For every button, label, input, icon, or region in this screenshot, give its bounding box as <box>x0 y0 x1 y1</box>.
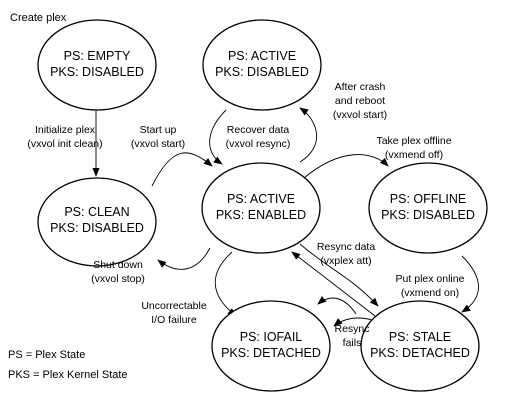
svg-text:PKS: DISABLED: PKS: DISABLED <box>215 65 309 79</box>
svg-text:Resync: Resync <box>334 323 369 335</box>
state-active-disabled: PS: ACTIVE PKS: DISABLED <box>202 19 322 111</box>
svg-text:(vxvol init clean): (vxvol init clean) <box>27 138 102 150</box>
edge-stale-iofail-loop <box>317 296 357 315</box>
edge-shut-down <box>157 247 211 270</box>
svg-text:PS: OFFLINE: PS: OFFLINE <box>390 192 466 206</box>
label-recover-data: Recover data (vxvol resync) <box>226 124 291 150</box>
edge-put-online <box>461 255 479 313</box>
svg-text:(vxvol resync): (vxvol resync) <box>226 138 291 150</box>
svg-text:PS: ACTIVE: PS: ACTIVE <box>227 192 295 206</box>
label-start-up: Start up (vxvol start) <box>131 124 185 150</box>
label-uncorrectable: Uncorrectable I/O failure <box>141 300 207 326</box>
svg-text:PKS: ENABLED: PKS: ENABLED <box>216 208 306 222</box>
svg-text:PS: ACTIVE: PS: ACTIVE <box>228 49 296 63</box>
label-after-crash: After crash and reboot (vxvol start) <box>333 81 387 121</box>
label-resync-data: Resync data (vxplex att) <box>317 241 376 267</box>
svg-text:fails: fails <box>343 337 362 349</box>
state-active-enabled: PS: ACTIVE PKS: ENABLED <box>201 162 321 254</box>
svg-text:PKS: DETACHED: PKS: DETACHED <box>370 346 470 360</box>
label-shut-down: Shut down (vxvol stop) <box>91 259 145 285</box>
state-offline: PS: OFFLINE PKS: DISABLED <box>368 162 488 254</box>
svg-text:(vxmend on): (vxmend on) <box>401 287 459 299</box>
svg-text:(vxplex att): (vxplex att) <box>320 255 371 267</box>
edge-recover-data <box>209 109 227 165</box>
svg-text:I/O failure: I/O failure <box>151 314 197 326</box>
svg-text:and reboot: and reboot <box>335 95 385 107</box>
state-clean: PS: CLEAN PKS: DISABLED <box>37 177 157 267</box>
diagram-title: Create plex <box>10 12 67 24</box>
state-iofail: PS: IOFAIL PKS: DETACHED <box>211 300 331 392</box>
svg-text:PS: CLEAN: PS: CLEAN <box>64 205 129 219</box>
svg-text:Start up: Start up <box>140 124 177 136</box>
label-take-offline: Take plex offline (vxmend off) <box>376 135 451 161</box>
svg-text:PKS: DETACHED: PKS: DETACHED <box>221 346 321 360</box>
svg-text:Put plex online: Put plex online <box>396 273 465 285</box>
svg-text:Recover data: Recover data <box>227 124 290 136</box>
svg-text:PS: STALE: PS: STALE <box>389 330 451 344</box>
legend: PS = Plex State PKS = Plex Kernel State <box>8 349 128 381</box>
svg-text:Initialize plex: Initialize plex <box>35 124 96 136</box>
edge-uncorrectable <box>214 251 237 317</box>
svg-text:Take plex offline: Take plex offline <box>376 135 451 147</box>
label-put-online: Put plex online (vxmend on) <box>396 273 465 299</box>
edge-take-offline <box>303 154 389 179</box>
edge-active-to-stale <box>299 243 379 307</box>
svg-text:Uncorrectable: Uncorrectable <box>141 300 207 312</box>
svg-text:PS: IOFAIL: PS: IOFAIL <box>240 330 303 344</box>
svg-text:After crash: After crash <box>335 81 386 93</box>
svg-text:PKS: DISABLED: PKS: DISABLED <box>381 208 475 222</box>
edge-resync-data <box>291 251 376 317</box>
edge-resync-fails <box>333 317 373 327</box>
svg-text:Shut down: Shut down <box>93 259 143 271</box>
edge-start-up <box>151 152 213 187</box>
svg-text:Resync data: Resync data <box>317 241 376 253</box>
svg-text:(vxvol start): (vxvol start) <box>131 138 185 150</box>
legend-ps: PS = Plex State <box>8 349 85 361</box>
label-resync-fails: Resync fails <box>334 323 369 349</box>
svg-text:(vxvol start): (vxvol start) <box>333 109 387 121</box>
svg-text:(vxvol stop): (vxvol stop) <box>91 273 145 285</box>
svg-text:(vxmend off): (vxmend off) <box>385 149 443 161</box>
edge-after-crash <box>299 107 318 163</box>
legend-pks: PKS = Plex Kernel State <box>8 369 128 381</box>
svg-text:PS: EMPTY: PS: EMPTY <box>64 49 131 63</box>
label-initialize-plex: Initialize plex (vxvol init clean) <box>27 124 102 150</box>
svg-text:PKS: DISABLED: PKS: DISABLED <box>50 221 144 235</box>
state-empty: PS: EMPTY PKS: DISABLED <box>37 19 157 111</box>
svg-text:PKS: DISABLED: PKS: DISABLED <box>50 65 144 79</box>
state-stale: PS: STALE PKS: DETACHED <box>360 300 480 392</box>
